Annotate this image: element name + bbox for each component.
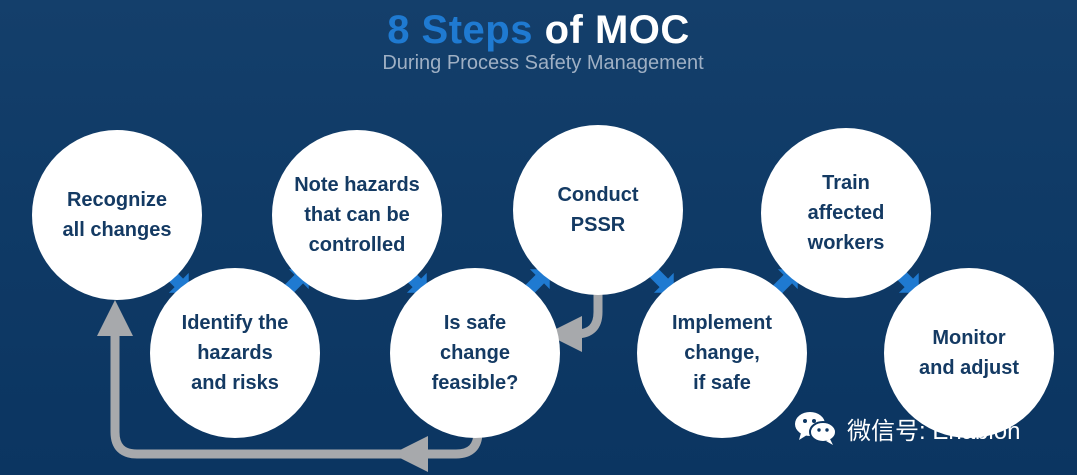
title-accent: 8 Steps xyxy=(387,8,533,52)
step-implement-change: Implement change, if safe xyxy=(637,268,807,438)
step-train-workers: Train affected workers xyxy=(761,128,931,298)
watermark: 微信号: Enablon xyxy=(793,408,1020,448)
step-recognize-changes: Recognize all changes xyxy=(32,130,202,300)
pssr-return-arrow xyxy=(546,293,603,352)
watermark-text: 微信号: Enablon xyxy=(847,417,1021,445)
title-rest: of MOC xyxy=(532,8,690,52)
page-title: 8 Steps of MOC xyxy=(0,8,1077,53)
loop-back-arrow-left xyxy=(97,300,452,459)
step-safe-change-feasible: Is safe change feasible? xyxy=(390,268,560,438)
page-subtitle: During Process Safety Management xyxy=(382,52,704,74)
step-identify-hazards: Identify the hazards and risks xyxy=(150,268,320,438)
wechat-icon xyxy=(795,412,837,445)
step-conduct-pssr: Conduct PSSR xyxy=(513,125,683,295)
step-monitor-adjust: Monitor and adjust xyxy=(884,268,1054,438)
step-note-hazards: Note hazards that can be controlled xyxy=(272,130,442,300)
